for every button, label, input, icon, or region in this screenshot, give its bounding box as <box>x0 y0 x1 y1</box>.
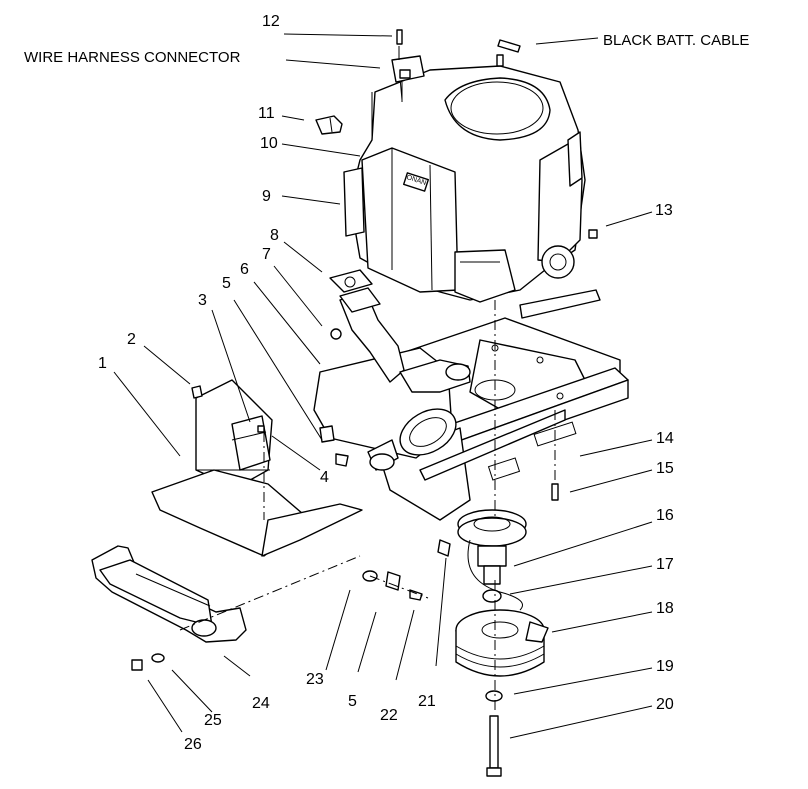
callout-20: 20 <box>656 696 674 713</box>
callout-17: 17 <box>656 556 674 573</box>
callout-7: 7 <box>262 246 271 263</box>
black-batt-cable-label: BLACK BATT. CABLE <box>603 32 750 49</box>
callout-24: 24 <box>252 695 270 712</box>
front-guard <box>91 545 247 643</box>
callout-5b: 5 <box>348 693 357 710</box>
engine-mount-frame <box>329 289 629 521</box>
heat-shield <box>151 379 363 557</box>
callout-16: 16 <box>656 507 674 524</box>
callout-18: 18 <box>656 600 674 617</box>
callout-19: 19 <box>656 658 674 675</box>
bolt-part-13 <box>588 229 598 239</box>
callout-1: 1 <box>98 355 107 372</box>
muffler <box>313 291 471 471</box>
callout-26: 26 <box>184 736 202 753</box>
callout-25: 25 <box>204 712 222 729</box>
bolt-part-4 <box>335 453 349 467</box>
callout-22: 22 <box>380 707 398 724</box>
callout-6: 6 <box>240 261 249 278</box>
battery-cable-bolt <box>496 39 521 67</box>
nut-part-26 <box>131 659 143 671</box>
bolt-part-2 <box>191 385 203 399</box>
nut-part-7 <box>330 328 342 340</box>
leader-lines <box>113 33 653 739</box>
callout-11: 11 <box>258 105 275 122</box>
screw-part-3 <box>257 425 265 433</box>
engine <box>343 65 586 303</box>
callout-14: 14 <box>656 430 674 447</box>
sensor-part-11 <box>315 115 343 135</box>
bolt-part-15 <box>551 483 559 501</box>
callout-3: 3 <box>198 292 207 309</box>
callout-13: 13 <box>655 202 673 219</box>
bracket-part-5 <box>319 425 335 443</box>
callout-21: 21 <box>418 693 436 710</box>
callout-2: 2 <box>127 331 136 348</box>
callout-10: 10 <box>260 135 278 152</box>
callout-9: 9 <box>262 188 271 205</box>
callout-23: 23 <box>306 671 324 688</box>
callout-8: 8 <box>270 227 279 244</box>
clutch-assembly <box>455 509 549 777</box>
nut-part-5 <box>385 571 401 591</box>
centerline-guard <box>179 555 361 631</box>
callout-4: 4 <box>320 469 329 486</box>
washer-part-25 <box>151 653 165 663</box>
bolt-part-21 <box>437 539 451 557</box>
callout-12: 12 <box>262 13 280 30</box>
callout-15: 15 <box>656 460 674 477</box>
wire-harness-connector-label: WIRE HARNESS CONNECTOR <box>24 49 241 66</box>
wire-harness-connector <box>391 29 425 102</box>
callout-5: 5 <box>222 275 231 292</box>
gasket-part-8 <box>329 269 381 313</box>
